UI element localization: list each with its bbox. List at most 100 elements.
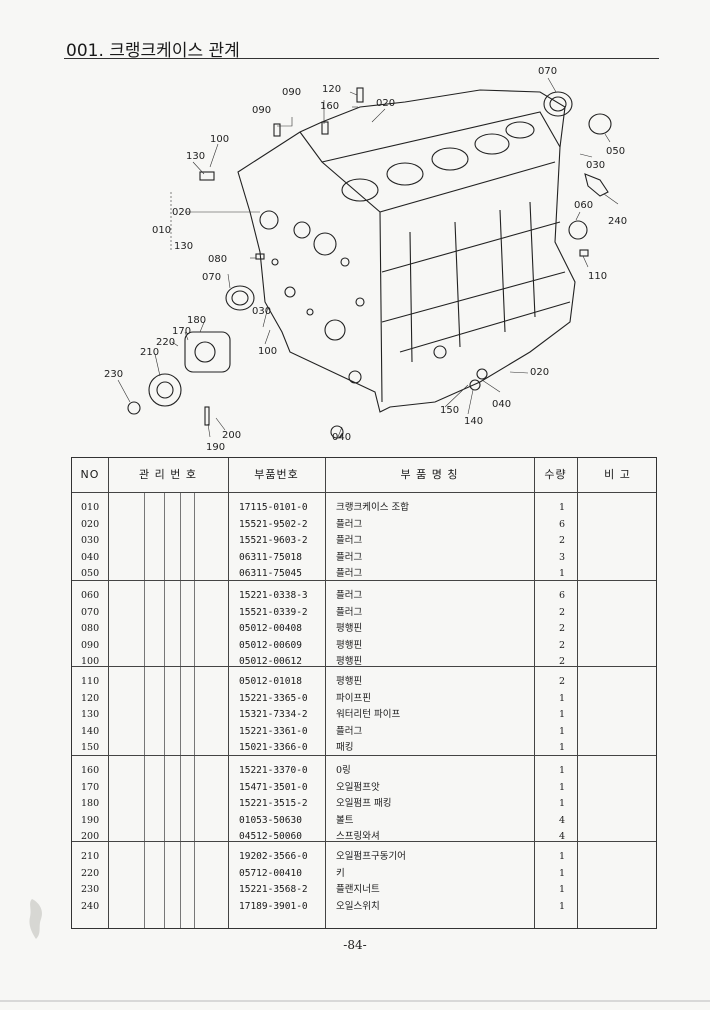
oil-pump-drive-gear: [148, 373, 182, 407]
callout-020: 020: [530, 367, 549, 378]
part-number: 01053-50630: [239, 814, 302, 826]
quantity: 2: [558, 656, 566, 667]
part-number: 15471-3501-0: [239, 781, 308, 793]
seal-070-top: [543, 91, 573, 117]
row-number: 020: [81, 518, 100, 530]
quantity: 6: [558, 518, 566, 530]
quantity: 3: [558, 551, 566, 563]
part-name: 플러그: [336, 551, 363, 563]
row-number: 210: [81, 851, 100, 862]
callout-030: 030: [586, 160, 605, 171]
row-number: 090: [81, 639, 100, 651]
callout-110: 110: [588, 271, 607, 282]
part-name: 오일스위치: [336, 900, 380, 912]
row-number: 150: [81, 742, 100, 753]
part-name: 플러그: [336, 590, 363, 601]
row-number: 040: [81, 551, 100, 563]
row-number: 170: [81, 781, 100, 793]
callout-240: 240: [608, 216, 627, 227]
callout-100: 100: [258, 346, 277, 357]
callout-030: 030: [252, 306, 271, 317]
header-remarks: 비 고: [604, 468, 631, 481]
quantity: 2: [558, 639, 566, 651]
quantity: 1: [558, 502, 566, 513]
row-number: 190: [81, 814, 100, 826]
part-name: 파이프핀: [336, 692, 371, 704]
callout-180: 180: [187, 315, 206, 326]
callout-200: 200: [222, 430, 241, 441]
quantity: 6: [558, 590, 566, 601]
crankcase-exploded-diagram: 120 160 090 090 020 070 030 050 100 130 …: [104, 66, 627, 452]
part-name: 크랭크케이스 조합: [336, 502, 409, 513]
scan-edge: [0, 1000, 710, 1002]
header-management-number: 관 리 번 호: [139, 468, 197, 481]
part-number: 15221-3365-0: [239, 692, 308, 704]
quantity: 1: [558, 765, 566, 776]
part-name: 평행핀: [336, 676, 363, 687]
callout-090: 090: [252, 105, 271, 116]
row-number: 220: [81, 867, 100, 879]
seal-060: [568, 220, 588, 240]
row-number: 240: [81, 900, 100, 912]
row-number: 030: [81, 535, 100, 546]
part-name: 볼트: [336, 814, 354, 826]
part-number: 17189-3901-0: [239, 900, 308, 912]
callout-140: 140: [464, 416, 483, 427]
quantity: 1: [558, 900, 566, 912]
part-number: 05012-00609: [239, 639, 302, 651]
callout-050: 050: [606, 146, 625, 157]
row-number: 120: [81, 692, 100, 704]
callout-230: 230: [104, 369, 123, 380]
callout-010: 010: [152, 225, 171, 236]
part-number: 15521-9502-2: [239, 518, 308, 530]
row-number: 050: [81, 568, 100, 579]
page-number: -84-: [343, 938, 367, 952]
quantity: 2: [558, 606, 566, 618]
row-number: 060: [81, 590, 100, 601]
quantity: 1: [558, 692, 566, 704]
row-number: 140: [81, 725, 100, 737]
part-name: 플러그: [336, 518, 363, 530]
header-quantity: 수량: [544, 468, 567, 481]
row-number: 180: [81, 798, 100, 809]
quantity: 1: [558, 798, 566, 809]
part-number: 04512-50060: [239, 831, 302, 842]
row-number: 100: [81, 656, 100, 667]
callout-020: 020: [172, 207, 191, 218]
row-number: 080: [81, 623, 100, 634]
part-number: 05012-00612: [239, 656, 302, 667]
callout-080: 080: [208, 254, 227, 265]
part-number: 05712-00410: [239, 867, 302, 879]
part-name: 스프링와셔: [336, 831, 380, 842]
part-number: 06311-75018: [239, 551, 302, 563]
row-number: 010: [81, 502, 100, 513]
part-name: 플러그: [336, 606, 363, 618]
part-number: 15221-3515-2: [239, 798, 308, 809]
part-number: 17115-0101-0: [239, 502, 308, 513]
quantity: 4: [558, 814, 566, 826]
part-number: 05012-00408: [239, 623, 302, 634]
callout-160: 160: [320, 101, 339, 112]
part-name: 오일펌프구동기어: [336, 851, 406, 862]
part-number: 15521-9603-2: [239, 535, 308, 546]
seal-070-left: [225, 285, 255, 311]
part-name: 오일펌프앗: [336, 781, 380, 793]
callout-120: 120: [322, 84, 341, 95]
callout-170: 170: [172, 326, 191, 337]
row-number: 230: [81, 884, 100, 895]
quantity: 1: [558, 725, 566, 737]
callout-070: 070: [538, 66, 557, 77]
part-number: 19202-3566-0: [239, 851, 308, 862]
callout-070: 070: [202, 272, 221, 283]
quantity: 2: [558, 623, 566, 634]
quantity: 1: [558, 742, 566, 753]
plug-050: [588, 113, 612, 135]
part-name: 워터리턴 파이프: [336, 709, 401, 720]
header-part-number: 부품번호: [254, 468, 299, 481]
quantity: 1: [558, 884, 566, 895]
quantity: 1: [558, 568, 566, 579]
part-name: 평행핀: [336, 639, 363, 651]
oil-pump: [184, 331, 231, 373]
row-number: 130: [81, 709, 100, 720]
